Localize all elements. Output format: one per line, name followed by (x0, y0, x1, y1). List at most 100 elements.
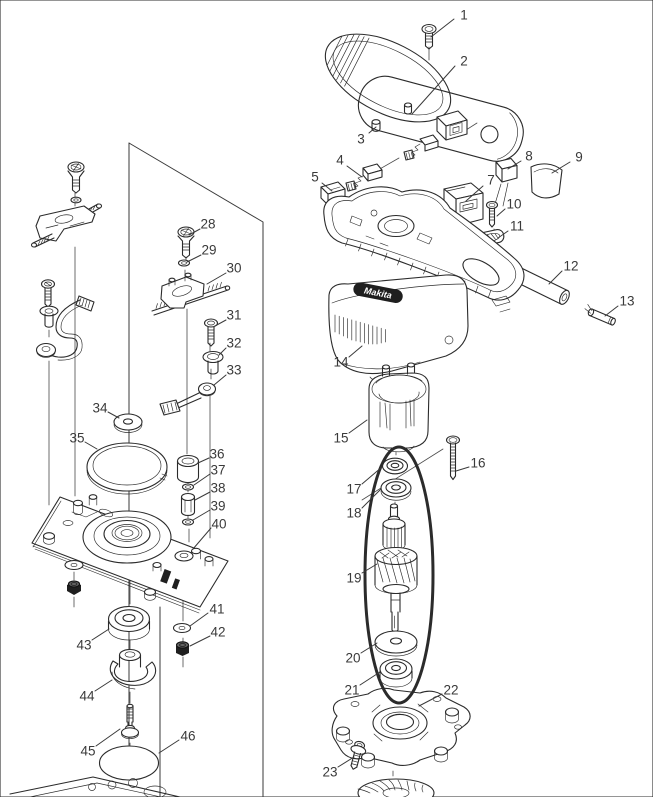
part-number-4: 4 (336, 153, 344, 168)
part-number-29: 29 (201, 243, 216, 258)
leader-line (360, 642, 378, 654)
part-number-9: 9 (575, 150, 583, 165)
part-number-45: 45 (80, 744, 95, 759)
callout-9: 9 (551, 150, 583, 174)
leader-line (192, 527, 212, 550)
callout-18: 18 (346, 488, 382, 521)
left-lever (35, 295, 95, 361)
part-15-field (368, 362, 430, 453)
callout-2: 2 (411, 54, 468, 115)
callout-21: 21 (344, 671, 381, 698)
leader-line (189, 635, 211, 647)
part-42-nut (175, 641, 190, 656)
callout-17: 17 (346, 466, 383, 497)
leader-line (213, 374, 227, 386)
leader-line (206, 272, 227, 285)
leader-line (418, 693, 443, 707)
part-9-insulation-sheet (530, 163, 563, 199)
callout-20: 20 (345, 642, 378, 666)
callout-40: 40 (192, 517, 227, 550)
callout-14: 14 (333, 345, 363, 370)
part-number-2: 2 (460, 54, 468, 69)
leader-line (496, 208, 506, 217)
callout-29: 29 (186, 243, 217, 263)
part-14-housing-body: Makita (323, 186, 525, 390)
callout-3: 3 (357, 126, 377, 147)
part-46-seal-ring (98, 745, 160, 781)
part-number-35: 35 (69, 431, 84, 446)
callout-13: 13 (604, 294, 635, 317)
part-20-washer (374, 630, 418, 657)
callout-41: 41 (189, 602, 225, 627)
part-number-23: 23 (322, 765, 337, 780)
part-1-screw (421, 23, 437, 50)
part-number-43: 43 (76, 638, 91, 653)
leader-line (455, 466, 470, 472)
callout-42: 42 (189, 625, 226, 647)
callout-33: 33 (213, 363, 242, 386)
part-13-pin (584, 304, 616, 326)
part-17-bearing (381, 457, 409, 475)
part-43-ball-bearing (107, 605, 151, 641)
part-number-8: 8 (525, 149, 533, 164)
leader-line (218, 347, 227, 356)
callout-1: 1 (430, 8, 468, 38)
left-screw-a (67, 161, 85, 194)
part-number-10: 10 (506, 197, 521, 212)
part-number-13: 13 (619, 294, 634, 309)
part-38-pin (180, 492, 196, 517)
part-28-screw (177, 226, 195, 259)
part-number-42: 42 (210, 625, 225, 640)
part-18-bearing (380, 478, 412, 501)
part-number-17: 17 (346, 482, 361, 497)
leader-line (94, 679, 113, 692)
part-2-housing-cover (324, 33, 524, 162)
part-16-screw (445, 435, 461, 481)
leader-line (411, 65, 456, 115)
part-number-3: 3 (357, 132, 365, 147)
part-31-screw (203, 318, 219, 347)
leader-line (507, 160, 522, 170)
part-number-33: 33 (226, 363, 241, 378)
leader-line (193, 473, 211, 486)
callout-35: 35 (69, 431, 98, 450)
part-5-brush-cap (320, 181, 346, 206)
callout-12: 12 (548, 259, 579, 285)
leader-line (465, 185, 484, 202)
callout-22: 22 (418, 683, 459, 707)
leader-line (348, 345, 363, 358)
part-44-counterweight (109, 648, 157, 690)
brush-holder-assembly (403, 110, 468, 161)
part-number-16: 16 (470, 456, 485, 471)
callout-30: 30 (206, 261, 242, 285)
part-number-41: 41 (209, 602, 224, 617)
fan (357, 778, 435, 797)
leader-line (361, 488, 382, 509)
axis-lines (48, 46, 503, 777)
callout-38: 38 (194, 481, 226, 501)
left-ring-a (70, 196, 82, 204)
leader-line (548, 270, 563, 285)
leader-line (197, 457, 210, 464)
part-number-38: 38 (210, 481, 225, 496)
callout-31: 31 (214, 308, 242, 327)
left-screw-b (40, 279, 56, 308)
part-39-o-ring (181, 518, 195, 526)
callout-19: 19 (346, 563, 378, 586)
leader-line (368, 126, 377, 134)
part-34-washer (113, 413, 143, 433)
part-number-31: 31 (226, 308, 241, 323)
part-33-lever-arm (159, 382, 217, 416)
part-number-36: 36 (209, 447, 224, 462)
part-4-carbon-brush (345, 163, 383, 192)
plate-nut (67, 580, 81, 595)
part-number-18: 18 (346, 506, 361, 521)
part-number-7: 7 (487, 173, 495, 188)
leader-line (194, 491, 211, 501)
base-plate-assembly (31, 494, 229, 614)
part-number-12: 12 (563, 259, 578, 274)
leader-line (361, 563, 378, 574)
